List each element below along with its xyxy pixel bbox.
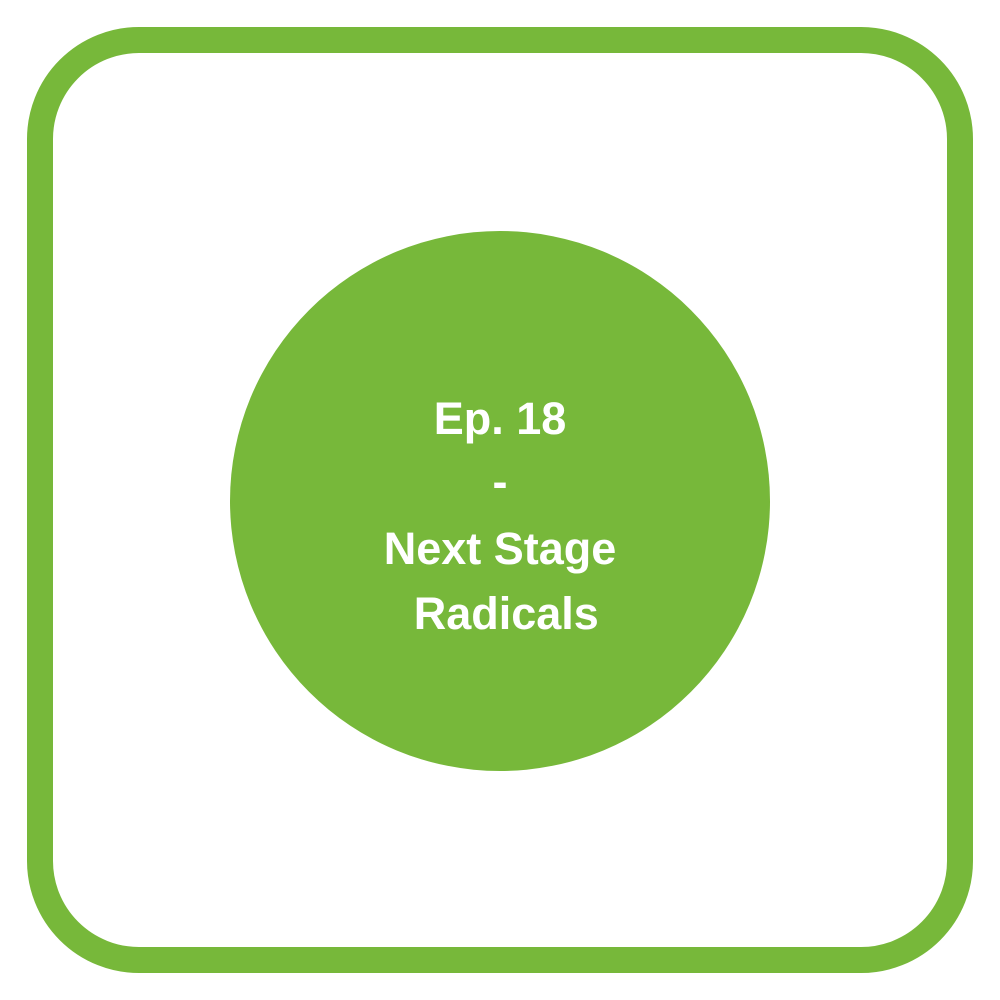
separator-dash: -	[492, 456, 508, 507]
episode-title-line-2: Radicals	[401, 588, 599, 639]
episode-title-line-1: Next Stage	[383, 523, 617, 574]
green-circle	[230, 231, 770, 771]
rounded-square-frame	[27, 27, 973, 973]
episode-number: Ep. 18	[433, 393, 567, 444]
